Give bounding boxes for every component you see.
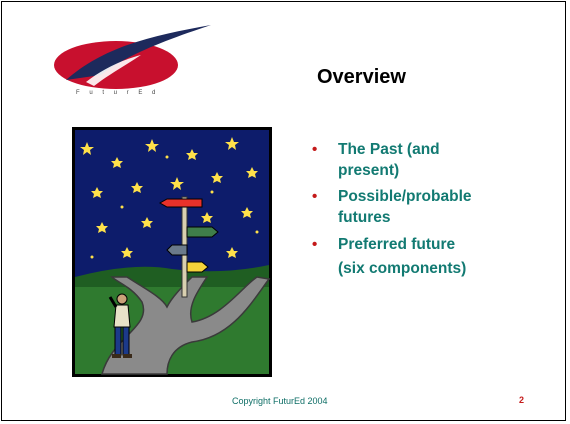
bullet-line: futures bbox=[338, 209, 391, 226]
bullet-item-past: • The Past (and present) bbox=[312, 139, 552, 181]
futured-logo bbox=[46, 20, 216, 110]
logo-graphic bbox=[54, 25, 211, 89]
bullet-item-possible: • Possible/probable futures bbox=[312, 186, 552, 228]
bullet-line: The Past (and bbox=[338, 141, 440, 158]
sign-arrow-red bbox=[158, 198, 203, 208]
copyright-footer: Copyright FuturEd 2004 bbox=[232, 396, 328, 406]
bullet-line: Preferred future bbox=[338, 236, 456, 253]
crossroads-path bbox=[101, 276, 271, 375]
page-number: 2 bbox=[519, 395, 525, 405]
crossroads-illustration bbox=[72, 127, 272, 377]
sign-arrow-green bbox=[186, 226, 219, 238]
bullet-line: (six components) bbox=[338, 260, 467, 277]
logo-text: F u t u r E d bbox=[76, 90, 160, 96]
bullet-list: • The Past (and present) • Possible/prob… bbox=[312, 139, 552, 286]
bullet-line: present) bbox=[338, 162, 400, 179]
slide-title: Overview bbox=[317, 66, 406, 88]
logo-swoosh-highlight bbox=[86, 55, 141, 86]
bullet-dot: • bbox=[312, 188, 318, 205]
bullet-line: Possible/probable bbox=[338, 188, 472, 205]
bullet-item-preferred: • Preferred future (six components) bbox=[312, 233, 552, 281]
bullet-dot: • bbox=[312, 141, 318, 158]
sign-arrow-gray bbox=[166, 244, 188, 256]
stars bbox=[80, 137, 259, 259]
clipart-svg bbox=[72, 127, 272, 377]
sign-arrow-yellow bbox=[186, 261, 209, 273]
bullet-dot: • bbox=[312, 236, 318, 253]
logo-swoosh bbox=[66, 25, 211, 80]
traveler-figure bbox=[108, 293, 132, 358]
